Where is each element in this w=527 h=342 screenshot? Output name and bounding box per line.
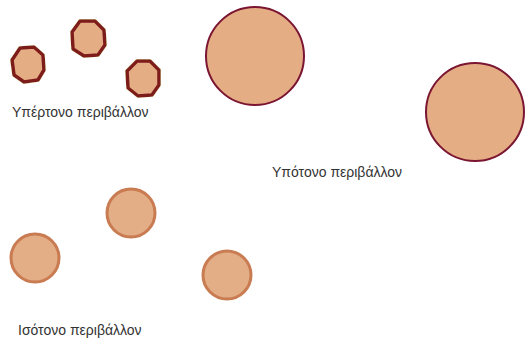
normal-cells (11, 189, 251, 299)
swollen-cells (206, 7, 524, 161)
environment-label: Υπέρτονο περιβάλλον (12, 104, 149, 120)
environment-label: Ισότονο περιβάλλον (18, 322, 142, 338)
environment-label: Υπότονο περιβάλλον (272, 164, 402, 180)
shrunken-cells (12, 21, 159, 96)
